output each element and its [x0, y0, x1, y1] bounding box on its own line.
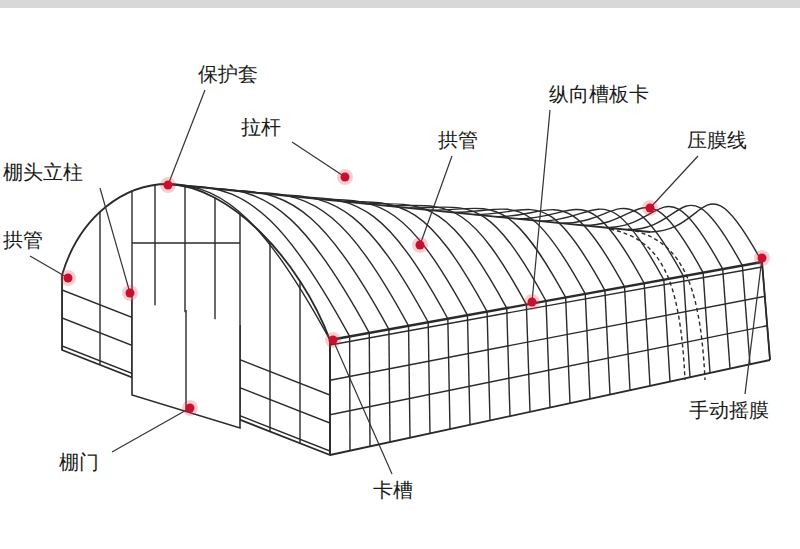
arch-pipe: [343, 201, 487, 311]
callout-dot: [164, 181, 173, 190]
callout-dot: [126, 289, 135, 298]
callout-dot: [341, 173, 350, 182]
arch-pipe: [278, 195, 429, 322]
callout-dot: [329, 336, 338, 345]
part-label: 卡槽: [372, 478, 414, 502]
side-post: [566, 297, 570, 403]
part-label: 拉杆: [240, 115, 282, 139]
leader-line: [168, 90, 205, 185]
eave-channel: [330, 262, 762, 340]
arch-pipe: [256, 193, 409, 326]
top-bar: [0, 0, 800, 8]
part-label: 压膜线: [686, 128, 748, 152]
callout-glow: [182, 400, 198, 416]
arch-pipe: [650, 204, 762, 262]
greenhouse-frame: [62, 150, 770, 470]
leader-line: [650, 156, 698, 208]
side-post: [605, 290, 610, 394]
part-label: 棚头立柱: [2, 160, 84, 184]
side-post: [409, 326, 410, 438]
arch-pipe: [168, 184, 330, 340]
side-post: [742, 266, 750, 365]
leader-line: [292, 142, 345, 177]
side-post: [625, 287, 630, 390]
side-post: [369, 333, 371, 446]
callout-dot: [646, 204, 655, 213]
arch-pipe: [409, 207, 546, 301]
arch-pipe: [453, 209, 585, 294]
side-post: [664, 280, 670, 382]
arch-pipe: [212, 188, 369, 333]
part-label: 拱管: [2, 228, 44, 252]
side-post: [428, 322, 430, 433]
side-post: [349, 336, 351, 450]
leader-line: [420, 156, 452, 245]
frame-line: [184, 150, 185, 470]
part-label: 纵向槽板卡: [548, 82, 650, 106]
leader-line: [100, 188, 130, 293]
front-outline: [62, 184, 330, 455]
side-post: [467, 315, 470, 425]
frame-line: [132, 242, 240, 243]
arch-pipe: [321, 199, 467, 315]
side-post: [487, 312, 490, 421]
base-line: [330, 360, 770, 455]
callout-dot: [186, 404, 195, 413]
side-post: [683, 276, 690, 377]
side-rail: [330, 296, 765, 380]
film-line: [628, 229, 705, 380]
arch-pipe: [299, 197, 447, 319]
side-post: [507, 308, 510, 416]
front-gable: [62, 150, 330, 470]
part-label: 手动摇膜: [688, 398, 770, 422]
callout-glow: [642, 200, 658, 216]
part-label: 棚门: [58, 450, 100, 474]
callout-glow: [754, 250, 770, 266]
callout-glow: [524, 294, 540, 310]
leader-line: [333, 340, 392, 474]
side-post: [526, 305, 530, 412]
end-post: [762, 262, 770, 360]
part-label: 拱管: [437, 128, 479, 152]
side-post: [644, 283, 650, 386]
side-post: [448, 319, 450, 429]
callout-dot: [416, 241, 425, 250]
callout-glow: [325, 332, 341, 348]
callout-dot: [64, 274, 73, 283]
callout-glow: [337, 169, 353, 185]
side-post: [389, 329, 390, 442]
frame-line: [269, 150, 270, 470]
leader-line: [532, 110, 550, 302]
callout-glow: [122, 285, 138, 301]
frame-line: [329, 150, 330, 470]
ridge-bar: [168, 184, 650, 232]
arch-pipe: [387, 205, 526, 304]
arch-pipe: [497, 210, 625, 287]
side-post: [329, 340, 330, 455]
side-post: [723, 269, 730, 369]
callout-glow: [160, 177, 176, 193]
arch-pipe: [606, 207, 723, 270]
film-line: [610, 229, 685, 380]
side-post: [585, 294, 590, 399]
leader-lines: [30, 90, 762, 474]
callout-dots: [60, 169, 770, 416]
door: [132, 300, 240, 428]
callout-glow: [412, 237, 428, 253]
side-post: [546, 301, 550, 408]
part-label: 保护套: [197, 62, 259, 86]
leader-line: [745, 258, 762, 394]
door-line: [185, 310, 186, 412]
eave-channel: [330, 267, 762, 345]
frame-line: [99, 150, 100, 470]
leader-line: [112, 408, 190, 452]
arch-pipe: [365, 204, 507, 309]
callout-glow: [60, 270, 76, 286]
side-post: [762, 262, 770, 360]
callout-dot: [528, 298, 537, 307]
callout-dot: [758, 254, 767, 263]
